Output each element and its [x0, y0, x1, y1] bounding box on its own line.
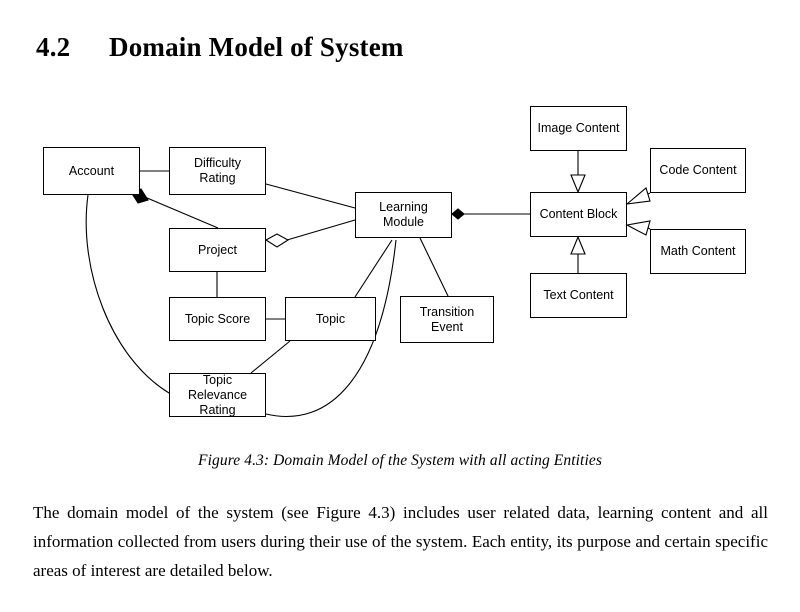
edge-account-project — [139, 194, 219, 229]
diagram-connectors — [85, 151, 651, 418]
edge-difficulty-rating-learning-module — [265, 183, 356, 209]
entity-label-text-content: Text Content — [543, 288, 614, 302]
entity-label-content-block: Content Block — [539, 207, 618, 221]
entity-box-topic: Topic — [285, 297, 376, 341]
entity-box-topic-score: Topic Score — [169, 297, 266, 341]
entity-label-project: Project — [198, 242, 237, 257]
entity-box-math-content: Math Content — [650, 229, 746, 274]
edge-topic-learning-module — [354, 239, 393, 298]
edge-topic-relevance-rating-learning-module — [265, 239, 397, 418]
entity-box-image-content: Image Content — [530, 106, 627, 151]
figure-caption: Figure 4.3: Domain Model of the System w… — [198, 452, 602, 469]
edge-topic-topic-relevance-rating — [250, 340, 291, 374]
entity-label-topic-score: Topic Score — [184, 311, 251, 326]
composition-diamond-learning-module-content-block — [451, 208, 465, 220]
entity-box-account: Account — [43, 147, 140, 195]
inheritance-arrow-code-content — [625, 187, 651, 205]
section-title: Domain Model of System — [109, 32, 404, 62]
section-heading: 4.2 Domain Model of System — [36, 30, 404, 64]
entity-box-project: Project — [169, 228, 266, 272]
edge-learning-module-transition-event — [419, 237, 449, 297]
section-number: 4.2 — [36, 32, 71, 62]
edge-account-topic-relevance-rating — [85, 194, 170, 394]
entity-box-text-content: Text Content — [530, 273, 627, 318]
edge-project-learning-module — [286, 219, 356, 241]
entity-label-code-content: Code Content — [659, 163, 737, 177]
entity-box-content-block: Content Block — [530, 192, 627, 237]
entity-box-code-content: Code Content — [650, 148, 746, 193]
entity-label-topic: Topic — [315, 311, 346, 326]
inheritance-arrow-image-content — [570, 174, 586, 194]
inheritance-arrow-text-content — [570, 235, 586, 255]
entity-label-account: Account — [68, 163, 115, 178]
entity-label-math-content: Math Content — [660, 244, 736, 258]
inheritance-arrow-math-content — [625, 220, 651, 236]
body-paragraph: The domain model of the system (see Figu… — [33, 503, 768, 580]
aggregation-diamond-project-learning-module — [264, 233, 290, 248]
entity-label-image-content: Image Content — [537, 121, 620, 135]
